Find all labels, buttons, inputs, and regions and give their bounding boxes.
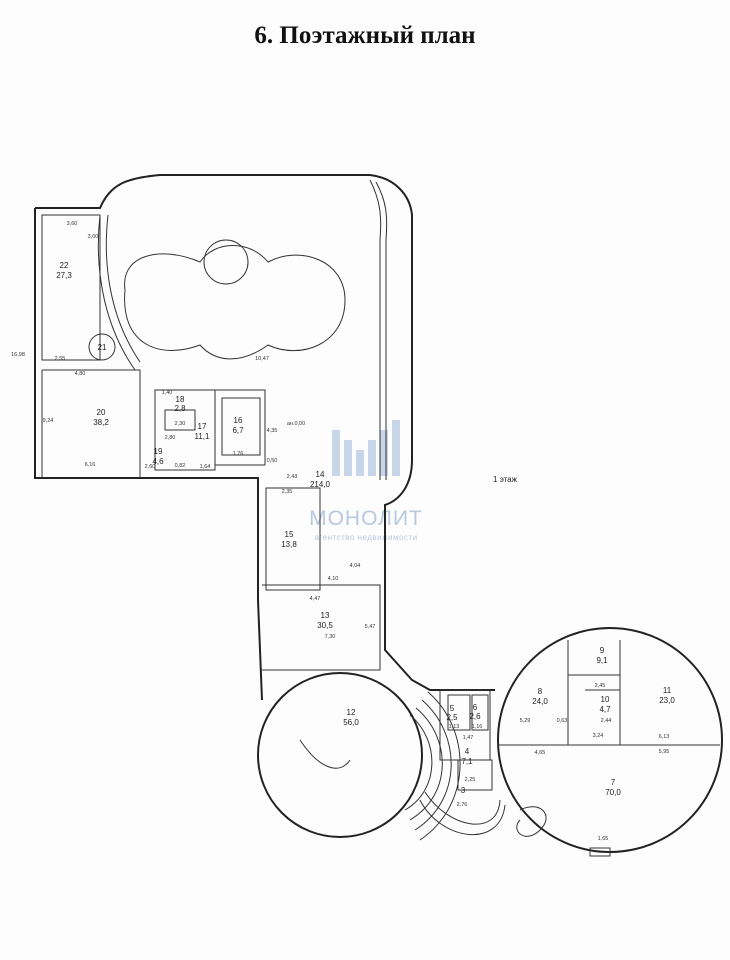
dimension: 4,47 [310,596,321,602]
dimension: 3,00 [88,234,99,240]
dimension: 3,24 [593,733,604,739]
room-area: 30,5 [317,621,333,630]
dimension: 0,82 [175,463,186,469]
room-label: 16 [234,416,243,425]
dimension: 1,40 [162,390,173,396]
dimension: 5,29 [520,718,531,724]
watermark-name: МОНОЛИТ [309,507,423,530]
dimension: 6,13 [659,734,670,740]
dimension: 2,25 [465,777,476,783]
room-labels: 22 27,3 21 20 38,2 19 4,6 18 2,8 17 11,1… [56,261,675,797]
room-area: 24,0 [532,697,548,706]
room-label: 18 [176,395,185,404]
room-label: 12 [347,708,356,717]
dimension-labels: 3,60 3,00 4,80 2,55 6,16 9,24 1,40 2,30 … [11,221,669,842]
level-mark: ан.0,00 [287,421,305,427]
floor-note: 1 этаж [493,475,518,484]
room-label: 19 [154,447,163,456]
room-label: 20 [97,408,106,417]
dimension: 16,98 [11,352,25,358]
room-label: 15 [285,530,294,539]
dimension: 2,80 [165,435,176,441]
dimension: 1,16 [472,724,483,730]
dimension: 4,35 [267,428,278,434]
dimension: 6,16 [85,462,96,468]
dimension: 10,47 [255,356,269,362]
room-label: 8 [538,687,543,696]
round-room-7-block [419,627,723,857]
room-label: 17 [198,422,207,431]
room-label: 7 [611,778,616,787]
dimension: 2,43 [287,474,298,480]
dimension: 0,63 [557,718,568,724]
room-area: 4,7 [599,705,611,714]
spiral-stair-icon [88,333,116,361]
room-area: 11,1 [195,432,211,441]
dimension: 1,64 [200,464,211,470]
room-area: 2,5 [446,713,458,722]
dimension: 5,95 [659,749,670,755]
room-area: 70,0 [605,788,621,797]
room-label: 22 [60,261,69,270]
room-label: 13 [321,611,330,620]
room-area: 9,1 [596,656,608,665]
pool [88,179,388,480]
room-area: 6,7 [232,426,244,435]
dimension: 2,44 [601,718,612,724]
room-area: 214,0 [310,480,331,489]
dimension: 7,30 [325,634,336,640]
watermark-tagline: агентство недвижимости [314,533,417,542]
room-area: 27,3 [56,271,72,280]
dimension: 4,80 [75,371,86,377]
dimension: 5,47 [365,624,376,630]
dimension: 9,24 [43,418,54,424]
dimension: 1,47 [463,735,474,741]
room-label: 9 [600,646,605,655]
room-area: 2,8 [174,404,186,413]
dimension: 2,60 [145,464,156,470]
room-label: 10 [601,695,610,704]
watermark-logo-icon [332,420,400,476]
dimension: 2,45 [595,683,606,689]
dimension: 2,30 [175,421,186,427]
dimension: 2,55 [55,356,66,362]
room-area: 7,1 [461,757,473,766]
room-label: 3 [461,786,466,795]
room-area: 38,2 [93,418,109,427]
dimension: 4,65 [535,750,546,756]
room-label: 21 [98,343,107,352]
room-area: 56,0 [343,718,359,727]
room-area: 23,0 [659,696,675,705]
dimension: 4,04 [350,563,361,569]
room-area: 13,8 [281,540,297,549]
dimension: 2,35 [282,489,293,495]
room-area: 4,6 [152,457,164,466]
dimension: 3,60 [67,221,78,227]
dimension: 2,76 [457,802,468,808]
dimension: 1,13 [449,724,460,730]
room-label: 5 [450,704,455,713]
page-title: 6. Поэтажный план [254,22,476,49]
room-area: 2,6 [469,712,481,721]
dimension: 0,50 [267,458,278,464]
room-label: 4 [465,747,470,756]
room-label: 6 [473,703,478,712]
room-label: 14 [316,470,325,479]
dimension: 4,10 [328,576,339,582]
dimension: 1,76 [233,451,244,457]
exterior-walls [34,174,495,791]
dimension: 1,65 [598,836,609,842]
watermark: МОНОЛИТ агентство недвижимости [309,420,423,542]
round-room-12 [257,672,461,841]
room-label: 11 [663,686,672,695]
